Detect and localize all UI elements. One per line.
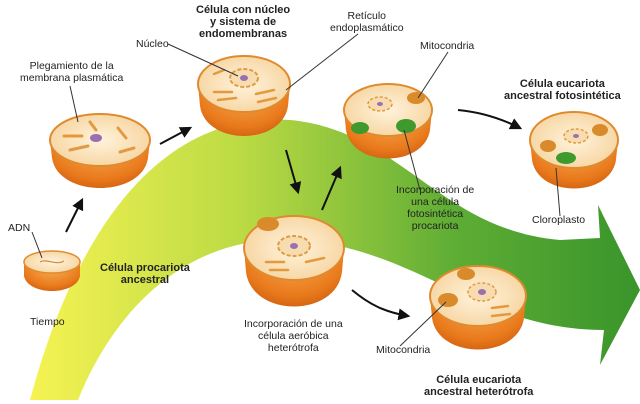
cell-eucariota-foto	[529, 111, 619, 189]
label-adn: ADN	[8, 222, 31, 234]
label-eucariota-hetero: Célula eucariota ancestral heterótrofa	[424, 374, 534, 398]
cell-nucleo	[197, 55, 291, 136]
pointer-lines	[31, 33, 561, 347]
evolution-arrow	[30, 119, 640, 400]
label-plegamiento: Plegamiento de la membrana plasmática	[20, 60, 124, 84]
label-nucleo-title: Célula con núcleo y sistema de endomembr…	[196, 4, 291, 40]
cell-eucariota-hetero	[429, 265, 527, 350]
cell-procariota	[23, 250, 81, 291]
cell-plegamiento	[49, 113, 151, 188]
cell-incorporacion-foto	[343, 83, 433, 159]
label-incorporacion-aero: Incorporación de una célula aeróbica het…	[244, 318, 343, 354]
cell-incorporacion-aero	[243, 215, 345, 307]
label-incorporacion-foto: Incorporación de una célula fotosintétic…	[396, 184, 475, 232]
label-reticulo: Retículo endoplasmático	[330, 10, 404, 34]
progression-arrows	[65, 109, 523, 321]
label-mitocondria-top: Mitocondria	[420, 40, 475, 52]
label-eucariota-foto: Célula eucariota ancestral fotosintética	[504, 78, 621, 102]
label-tiempo: Tiempo	[30, 316, 65, 328]
label-nucleo: Núcleo	[136, 38, 169, 50]
label-procariota: Célula procariota ancestral	[100, 262, 190, 286]
label-mitocondria-bottom: Mitocondria	[376, 344, 431, 356]
label-cloroplasto: Cloroplasto	[532, 214, 586, 226]
